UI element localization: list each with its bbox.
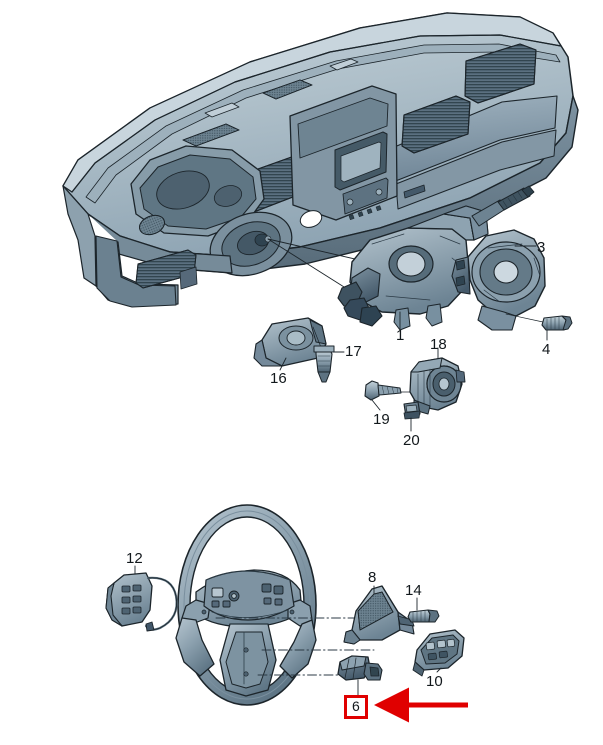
callout-number-16: 16 (270, 370, 287, 387)
callout-number-18: 18 (430, 336, 447, 353)
part-17-illustration (312, 326, 335, 383)
callout-number-20: 20 (403, 432, 420, 449)
leader-line-dash-to-part1 (267, 238, 369, 263)
part-4-illustration (505, 313, 573, 331)
callout-number-1: 1 (396, 327, 405, 344)
part-10-illustration (412, 629, 465, 677)
callout-number-10: 10 (426, 673, 443, 690)
part-20-illustration (403, 401, 421, 420)
leader-line-part-19 (371, 399, 381, 411)
steering-wheel-illustration (175, 504, 317, 706)
callout-number-6-highlighted: 6 (344, 695, 368, 719)
part-16-illustration (253, 317, 327, 367)
part-3-illustration (451, 229, 546, 331)
leader-line-part-10 (436, 667, 442, 673)
part-6-illustration (337, 655, 383, 681)
callout-number-14: 14 (405, 582, 422, 599)
callout-number-4: 4 (542, 341, 551, 358)
part-1-illustration (337, 185, 535, 331)
callout-number-8: 8 (368, 569, 377, 586)
callout-number-17: 17 (345, 343, 362, 360)
part-18-illustration (409, 357, 466, 415)
leader-line-part-16 (279, 357, 287, 371)
part-14-illustration (407, 609, 440, 623)
callout-number-19: 19 (373, 411, 390, 428)
dashboard-illustration (62, 12, 579, 308)
callout-number-12: 12 (126, 550, 143, 567)
part-8-illustration (343, 585, 415, 645)
part-19-illustration (364, 380, 411, 401)
part-12-illustration (105, 572, 178, 632)
callout-number-3: 3 (537, 239, 546, 256)
